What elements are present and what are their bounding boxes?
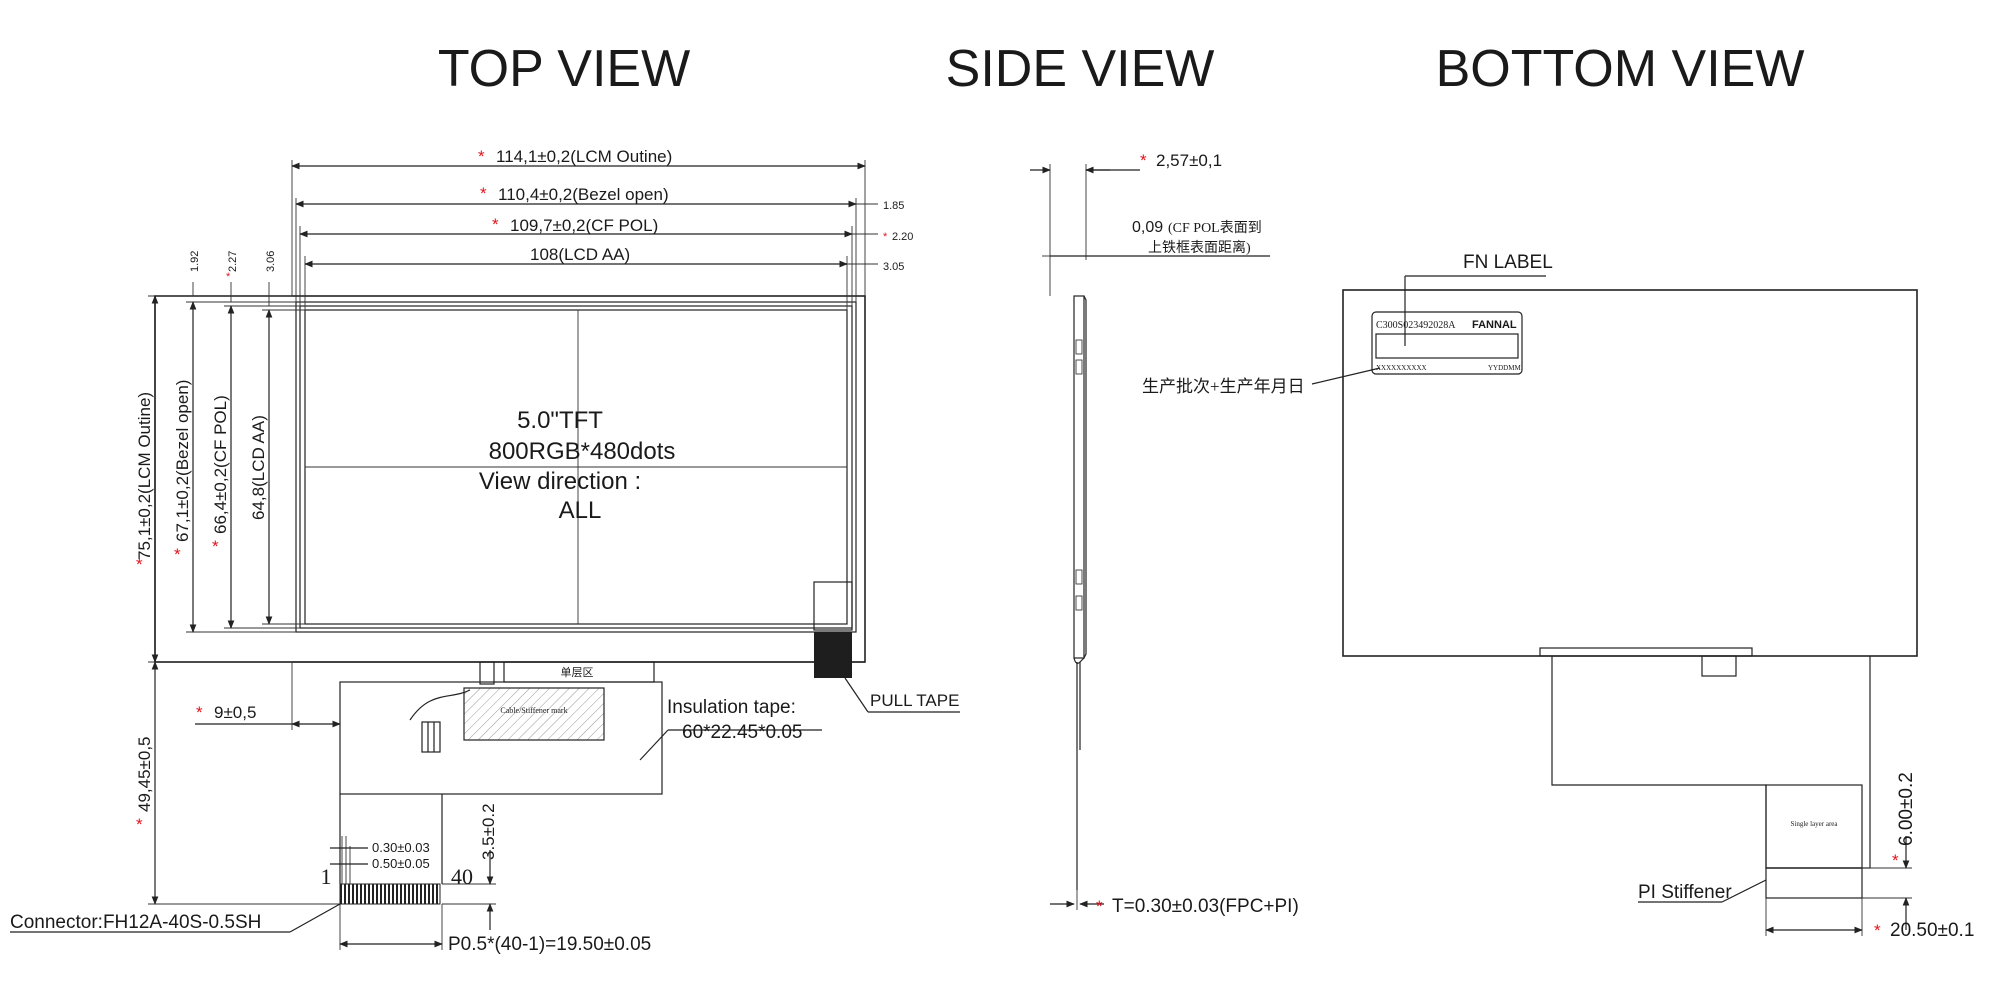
fn-label-date: YYDDMM [1488, 364, 1521, 372]
fn-label-lot: XXXXXXXXXX [1376, 364, 1427, 372]
resolution-text: 800RGB*480dots [489, 438, 676, 465]
view-direction-text: View direction : [479, 468, 641, 495]
pin-40-label: 40 [451, 864, 473, 889]
single-layer-area-label: Single layer area [1790, 820, 1838, 828]
side-view: * 2,57±0,1 0,09 (CF POL表面到 上铁框表面距离) * T=… [1030, 151, 1299, 917]
svg-text:*: * [883, 231, 888, 243]
cf-pol [299, 305, 853, 629]
svg-text:*: * [1874, 921, 1881, 940]
dim-fpc-offset: 9±0,5 [214, 703, 256, 722]
dim-stiffener-width: 20.50±0.1 [1890, 920, 1974, 941]
screen-size-text: 5.0"TFT [517, 407, 603, 434]
svg-text:*: * [1892, 851, 1899, 870]
single-layer-label: 单层区 [561, 666, 594, 679]
svg-text:*: * [136, 815, 143, 834]
fn-label-serial: C300S023492028A [1376, 320, 1456, 331]
top-view: 5.0"TFT 800RGB*480dots View direction : … [10, 147, 960, 955]
insulation-tape-area [339, 681, 663, 795]
dim-top-1-92: 1.92 [189, 251, 201, 272]
pull-tape-tab [813, 581, 853, 631]
dim-pin-width: 0.30±0.03 [372, 840, 430, 855]
dim-lcm-outline-width: 114,1±0,2(LCM Outine) [496, 147, 672, 166]
pull-tape-label: PULL TAPE [870, 691, 959, 710]
pi-stiffener [1765, 867, 1863, 899]
svg-text:*: * [174, 545, 181, 564]
bottom-view: FN LABEL C300S023492028A FANNAL XXXXXXXX… [1142, 252, 1974, 941]
side-view-title: SIDE VIEW [946, 40, 1215, 98]
dim-lcd-aa-height: 64,8(LCD AA) [249, 415, 268, 520]
top-view-title: TOP VIEW [438, 40, 690, 98]
svg-text:*: * [480, 184, 487, 203]
insulation-tape-size: 60*22.45*0.05 [682, 722, 802, 743]
fn-label-box [1371, 311, 1523, 375]
dim-lcd-aa-width: 108(LCD AA) [530, 245, 630, 264]
dim-module-thickness: 2,57±0,1 [1156, 151, 1222, 170]
dim-right-3-05: 3.05 [883, 261, 904, 273]
dim-right-1-85: 1.85 [883, 200, 904, 212]
svg-text:*: * [1096, 897, 1103, 916]
dim-fpc-length: 49,45±0,5 [135, 736, 154, 812]
bottom-outline [1342, 289, 1918, 657]
svg-text:*: * [136, 555, 143, 574]
svg-text:*: * [212, 537, 219, 556]
dim-stiffener-height: 6.00±0.2 [1896, 772, 1917, 846]
dim-top-2-27: 2.27 [227, 251, 239, 272]
svg-text:*: * [492, 215, 499, 234]
fpc-connector-pins [339, 883, 441, 905]
dim-right-2-20: 2.20 [892, 231, 913, 243]
dim-cf-pol-height: 66,4±0,2(CF POL) [211, 395, 230, 534]
view-direction-value: ALL [559, 497, 602, 524]
svg-text:*: * [196, 703, 203, 722]
insulation-tape-title: Insulation tape: [667, 697, 796, 718]
bezel-open [295, 301, 857, 633]
dim-bezel-open-height: 67,1±0,2(Bezel open) [173, 380, 192, 542]
svg-text:*: * [1140, 151, 1147, 170]
dim-cfpol-gap-note1: (CF POL表面到 [1168, 220, 1262, 236]
svg-text:*: * [478, 147, 485, 166]
pull-tape-black [814, 632, 852, 678]
connector-label: Connector:FH12A-40S-0.5SH [10, 912, 261, 933]
tape-small-label: Cable/Stiffener mark [500, 706, 567, 715]
fn-label-title: FN LABEL [1463, 252, 1553, 273]
side-profile-body [1073, 295, 1085, 659]
dim-cf-pol-width: 109,7±0,2(CF POL) [510, 216, 658, 235]
dim-cfpol-gap-value: 0,09 [1132, 219, 1163, 236]
dim-top-3-06: 3.06 [265, 251, 277, 272]
dim-fpc-tail-3-5: 3.5±0.2 [479, 803, 498, 860]
pi-stiffener-label: PI Stiffener [1638, 882, 1732, 903]
pin-1-label: 1 [321, 864, 332, 889]
bottom-view-title: BOTTOM VIEW [1436, 40, 1805, 98]
dim-fpc-thickness: T=0.30±0.03(FPC+PI) [1112, 896, 1299, 917]
dim-pitch-total: P0.5*(40-1)=19.50±0.05 [448, 934, 651, 955]
dim-cfpol-gap-note2: 上铁框表面距离) [1148, 239, 1251, 256]
dim-pin-pitch: 0.50±0.05 [372, 856, 430, 871]
dim-lcm-outline-height: 75,1±0,2(LCM Outine) [135, 392, 154, 560]
batch-date-note: 生产批次+生产年月日 [1142, 377, 1305, 396]
fn-label-brand: FANNAL [1472, 319, 1517, 331]
svg-text:*: * [226, 271, 231, 283]
dim-bezel-open-width: 110,4±0,2(Bezel open) [498, 185, 669, 204]
